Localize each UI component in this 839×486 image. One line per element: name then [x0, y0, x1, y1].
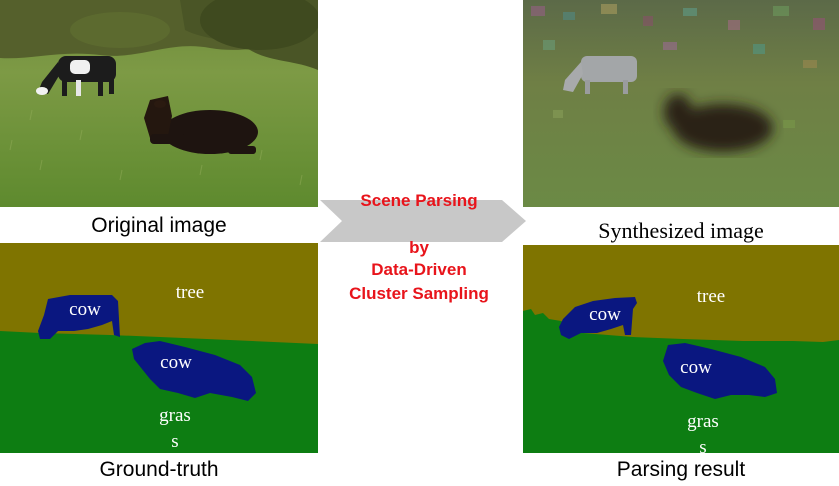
pr-label-cow-1: cow — [589, 304, 621, 325]
caption-parsing-result: Parsing result — [616, 458, 746, 481]
gt-grass-region — [0, 331, 318, 453]
gt-cow1-region — [38, 295, 120, 339]
pr-label-grass-b: s — [699, 437, 706, 453]
parsing-result-map: tree cow cow gras s — [523, 245, 839, 453]
caption-synthesized-image: Synthesized image — [598, 218, 764, 243]
gt-label-grass-b: s — [171, 431, 178, 452]
lying-cow-figure — [144, 96, 258, 154]
pr-label-cow-2: cow — [680, 357, 712, 378]
ground-truth-map: tree cow cow gras s — [0, 243, 318, 453]
pr-label-tree: tree — [697, 286, 725, 307]
process-method-line2: Cluster Sampling — [349, 284, 489, 303]
original-image — [0, 0, 318, 207]
gt-label-cow-2: cow — [160, 352, 192, 373]
synth-grazing-cow-figure — [563, 56, 637, 94]
process-method-line1: Data-Driven — [371, 260, 467, 279]
pr-label-grass-a: gras — [687, 411, 719, 432]
pr-cow2-region — [663, 343, 777, 399]
process-by: by — [409, 238, 429, 257]
process-arrow — [320, 200, 526, 242]
process-title: Scene Parsing — [360, 191, 478, 210]
gt-label-tree: tree — [176, 282, 204, 303]
gt-cow2-region — [132, 341, 256, 401]
gt-label-cow-1: cow — [69, 299, 101, 320]
caption-original-image: Original image — [91, 214, 227, 237]
caption-ground-truth: Ground-truth — [99, 458, 219, 481]
synth-lying-cow-figure — [664, 94, 773, 152]
grazing-cow-figure — [36, 56, 116, 96]
gt-label-grass-a: gras — [159, 405, 191, 426]
synthesized-image — [523, 0, 839, 207]
pr-cow1-region — [559, 297, 637, 339]
